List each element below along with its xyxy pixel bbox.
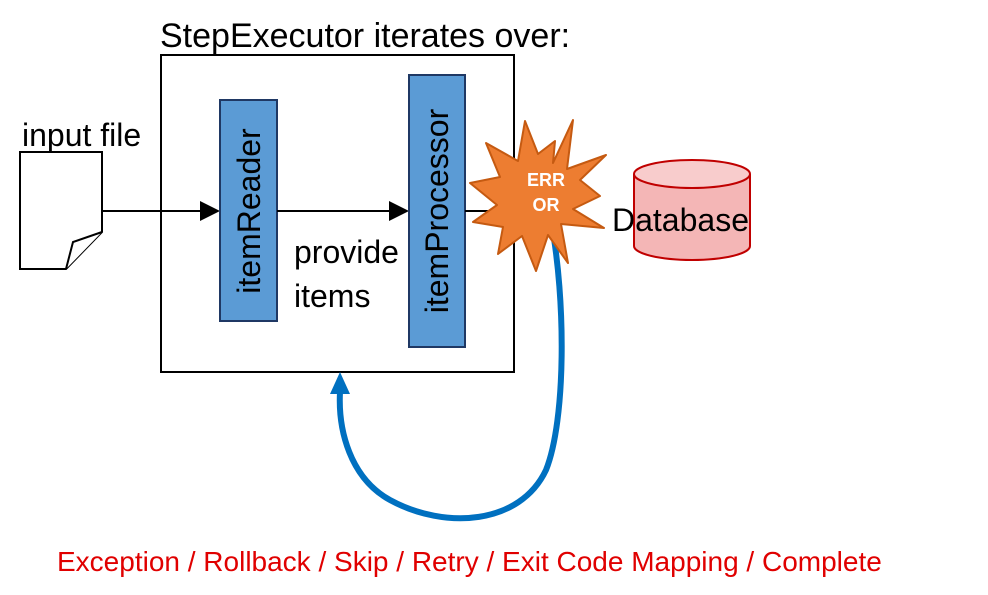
error-loop-arrow bbox=[330, 218, 565, 522]
input-file-icon bbox=[19, 151, 103, 270]
item-reader-box bbox=[219, 99, 278, 322]
provide-items-label: provide items bbox=[294, 230, 399, 318]
input-file-label: input file bbox=[22, 117, 142, 153]
database-label: Database bbox=[612, 202, 749, 238]
error-burst: ERR OR bbox=[469, 119, 607, 272]
database-cylinder bbox=[633, 159, 751, 261]
error-handling-options: Exception / Rollback / Skip / Retry / Ex… bbox=[57, 546, 882, 577]
item-processor-label: itemProcessor bbox=[419, 108, 455, 314]
provide-line-2: items bbox=[294, 278, 371, 314]
item-reader-label: itemReader bbox=[230, 127, 267, 294]
error-label-line2: OR bbox=[533, 195, 560, 215]
provide-line-1: provide bbox=[294, 234, 399, 270]
error-label-line1: ERR bbox=[527, 170, 565, 190]
diagram-title: StepExecutor iterates over: bbox=[160, 17, 571, 55]
